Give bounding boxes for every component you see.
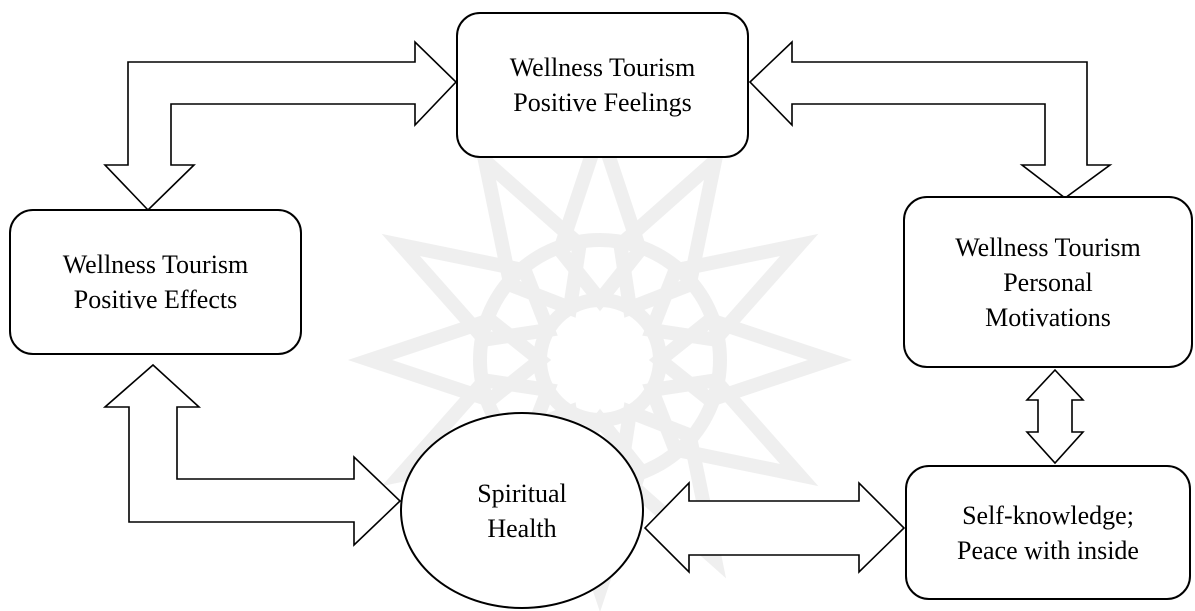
node-personal-motivations-line-3: Motivations [985,302,1111,332]
node-positive-feelings-line-2: Positive Feelings [513,88,692,117]
watermark-emblem [347,107,853,611]
node-self-knowledge-line-1: Self-knowledge; [962,500,1134,530]
node-positive-feelings-line-1: Wellness Tourism [509,53,696,82]
node-personal-motivations-line-2: Personal [1003,267,1093,297]
arrow-top-left [103,40,458,212]
node-self-knowledge-line-2: Peace with inside [957,535,1139,565]
node-self-knowledge: Self-knowledge; Peace with inside [905,465,1191,600]
node-spiritual-health-line-1: Spiritual [477,478,567,508]
arrow-bottom-horizontal [643,481,906,574]
node-positive-effects: Wellness Tourism Positive Effects [9,209,302,355]
node-positive-effects-line-2: Positive Effects [73,285,238,314]
node-positive-effects-line-1: Wellness Tourism [62,250,249,279]
node-spiritual-health-line-2: Health [487,513,557,543]
arrow-bottom-left [102,363,402,547]
node-personal-motivations: Wellness Tourism Personal Motivations [903,196,1193,368]
arrow-top-right [748,40,1113,200]
node-positive-feelings: Wellness Tourism Positive Feelings [456,12,749,158]
arrow-right-vertical [1025,368,1085,465]
node-personal-motivations-line-1: Wellness Tourism [955,232,1141,262]
node-spiritual-health: Spiritual Health [400,412,644,609]
